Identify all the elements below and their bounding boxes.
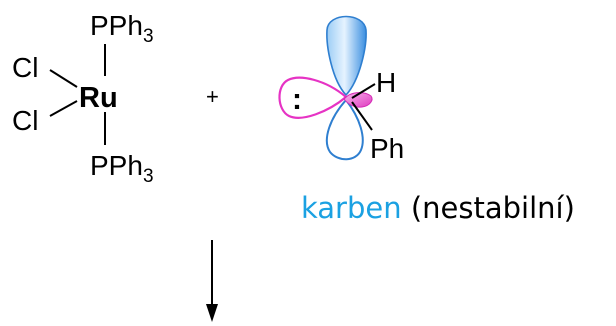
left-ligand-bottom: Cl [12,105,38,136]
arrow-head [206,304,218,322]
reaction-arrow [206,240,218,322]
p-orbital-upper-lobe [326,15,367,97]
c-h-bond [351,83,376,99]
substituent-ph: Ph [370,133,404,164]
bottom-ligand: PPh3 [90,150,154,187]
caption-name: karben [301,191,402,225]
p-orbital-lower-lobe [325,98,364,161]
sp2-back-lobe [343,92,373,108]
ru-cl-bottom-bond [49,100,78,117]
top-ligand: PPh3 [90,10,154,47]
caption-note: (nestabilní) [411,191,575,225]
plus-sign: + [206,84,219,109]
carbene-structure: : H Ph [278,15,404,164]
ru-cl-top-bond [49,69,78,88]
metal-center: Ru [79,82,118,114]
ruthenium-complex: PPh3 Cl Ru Cl PPh3 [12,10,154,187]
carbene-caption: karben (nestabilní) [301,191,575,225]
left-ligand-top: Cl [12,52,38,83]
sp2-lone-pair-lobe [278,76,348,119]
lone-pair-dots: : [292,83,302,116]
substituent-h: H [376,67,396,98]
c-ph-bond [351,101,373,131]
